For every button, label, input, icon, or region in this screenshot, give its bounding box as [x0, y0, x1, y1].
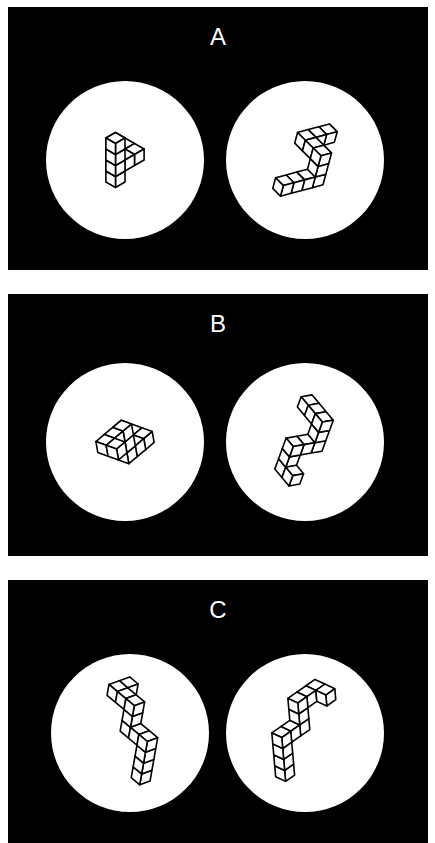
figure-panel: C — [8, 580, 428, 843]
cube-figure — [93, 674, 167, 787]
view-circle — [226, 363, 384, 521]
view-circle — [226, 81, 384, 239]
view-circle — [46, 363, 204, 521]
cube-figure — [271, 114, 338, 206]
figure-panel: B — [8, 294, 428, 556]
panel-letter: B — [8, 294, 428, 338]
view-circle — [226, 654, 384, 812]
view-circle — [51, 654, 209, 812]
cube-figure — [268, 678, 343, 782]
panel-letter: A — [8, 7, 428, 51]
panel-letter: C — [8, 580, 428, 624]
figure-panel: A — [8, 7, 428, 270]
cube-figure — [271, 392, 339, 493]
view-circle — [46, 81, 204, 239]
cube-figure — [106, 133, 144, 188]
cube-figure — [93, 415, 157, 468]
